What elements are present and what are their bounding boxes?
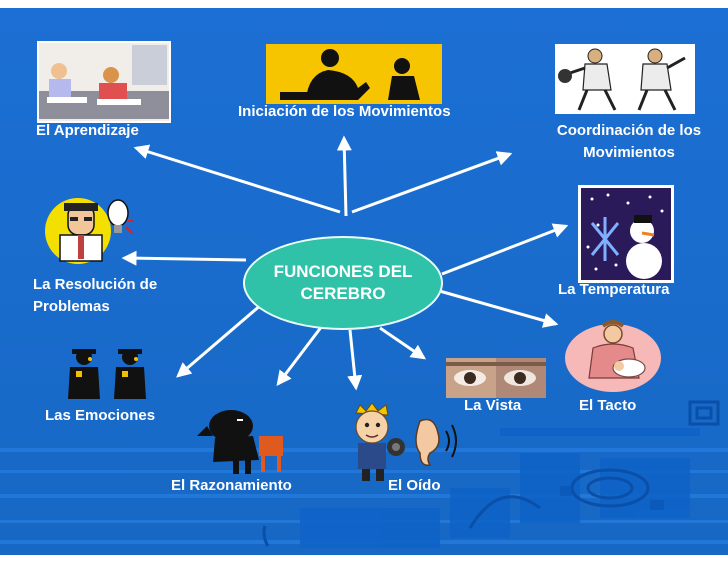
central-node: FUNCIONES DEL CEREBRO [243,236,443,330]
arrow-temperatura [441,223,569,276]
label-iniciacion: Iniciación de los Movimientos [238,103,451,120]
arrow-razonamiento [276,325,324,386]
adult-child-silhouette-icon [266,44,442,104]
lightbulb-idea-icon [45,198,134,264]
central-node-label: FUNCIONES DEL CEREBRO [273,262,413,303]
arrow-oido [347,329,363,391]
label-razonamiento: El Razonamiento [171,477,292,494]
label-resolucion: La Resolución de Problemas [33,276,158,315]
mother-baby-icon [565,320,661,392]
basketball-players-icon [555,44,695,114]
snowman-icon [578,185,674,283]
label-vista: La Vista [464,397,522,414]
boy-ear-icon [355,403,457,481]
students-writing-icon [37,41,171,123]
arrow-connectors [121,135,569,391]
label-emociones: Las Emociones [45,407,156,424]
arrow-aprendizaje [133,144,341,214]
slide: FUNCIONES DEL CEREBRO El Aprendizaje Ini… [0,8,728,555]
arrow-iniciacion [336,135,352,217]
arrow-coordinacion [351,151,513,214]
label-temperatura: La Temperatura [558,281,670,298]
two-figures-icon [68,349,146,399]
eyes-icon [446,358,546,398]
label-tacto: El Tacto [579,397,637,414]
label-oido: El Oído [388,477,441,494]
arrow-resolucion [121,250,247,266]
thinking-figure-icon [197,410,283,474]
label-coordinacion: Coordinación de los Movimientos [556,122,702,161]
arrow-tacto [435,288,559,328]
arrow-vista [379,326,427,360]
arrow-emociones [176,302,263,378]
label-aprendizaje: El Aprendizaje [36,122,139,139]
